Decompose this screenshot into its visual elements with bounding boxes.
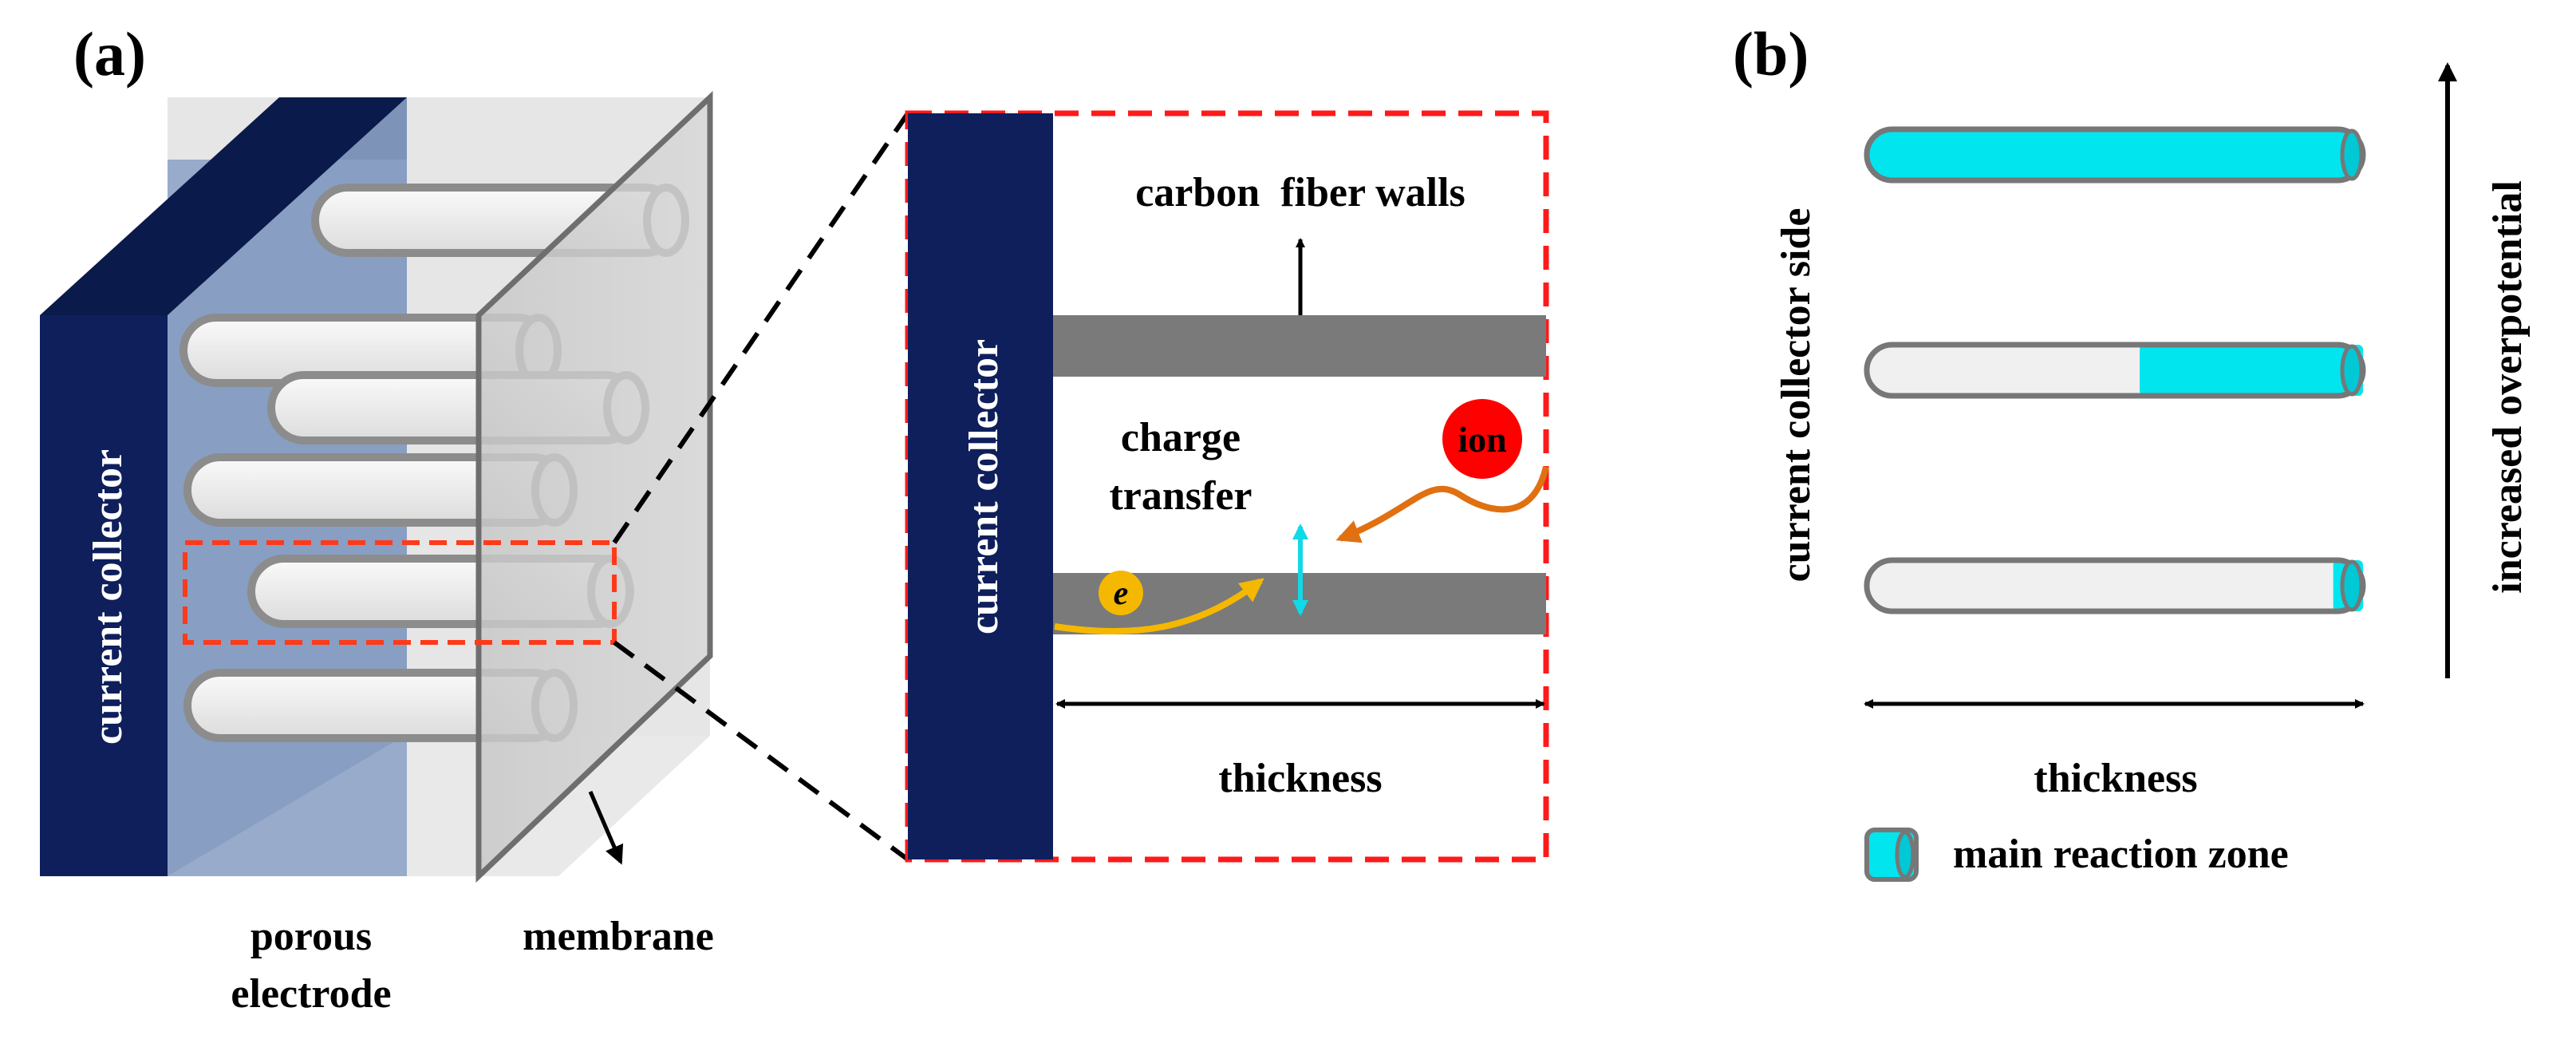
b-thickness-label: thickness xyxy=(2034,756,2197,801)
reaction-zone-bar xyxy=(1864,126,2366,184)
zoom-thickness-label: thickness xyxy=(1218,756,1382,801)
zoom-current-collector xyxy=(908,113,1053,859)
collector-top-face xyxy=(40,97,407,315)
zone-bar-end-cap xyxy=(2340,559,2364,612)
zone-bar-reaction-fill xyxy=(2140,345,2363,396)
zone-bar-end-cap xyxy=(2340,128,2364,181)
current-collector-block xyxy=(40,315,168,876)
membrane-label: membrane xyxy=(523,914,714,959)
current-collector-side-label: current collector side xyxy=(1773,208,1819,583)
membrane-sheet xyxy=(475,90,713,883)
zoom-selection-box xyxy=(183,540,617,645)
charge-transfer-line2: transfer xyxy=(1109,473,1252,519)
ion-label: ion xyxy=(1458,419,1506,460)
electron-circle xyxy=(1099,571,1143,615)
porous-label: porous xyxy=(250,914,372,959)
zoom-connector-bottom xyxy=(613,640,909,862)
panel-a-label: (a) xyxy=(73,19,146,89)
ion-circle xyxy=(1442,399,1522,479)
fiber-wall-top xyxy=(1053,315,1546,377)
zone-bar-end-cap xyxy=(2340,344,2364,397)
reaction-zone-bars xyxy=(1864,126,2366,614)
zone-bar-body xyxy=(1867,560,2363,611)
legend-swatch xyxy=(1864,828,1919,882)
electron-path-arrow xyxy=(1054,578,1264,635)
zoom-collector-label: current collector xyxy=(961,339,1007,634)
zone-bar-reaction-fill xyxy=(1867,129,2363,180)
carbon-fiber-walls-label: carbon fiber walls xyxy=(1135,170,1466,215)
ion-path-arrow xyxy=(1335,466,1549,543)
electron-label: e xyxy=(1114,575,1129,612)
reaction-zone-bar xyxy=(1864,557,2366,614)
reaction-zone-bar xyxy=(1864,342,2366,399)
collector-label: current collector xyxy=(85,449,131,745)
legend-label: main reaction zone xyxy=(1953,832,2289,877)
zoom-connector-top xyxy=(612,112,910,544)
overpotential-label: increased overpotential xyxy=(2485,180,2531,594)
charge-transfer-line1: charge xyxy=(1121,415,1241,460)
membrane-pointer-arrow xyxy=(588,791,624,865)
panel-b-label: (b) xyxy=(1733,19,1809,89)
electrode-label: electrode xyxy=(231,971,391,1017)
